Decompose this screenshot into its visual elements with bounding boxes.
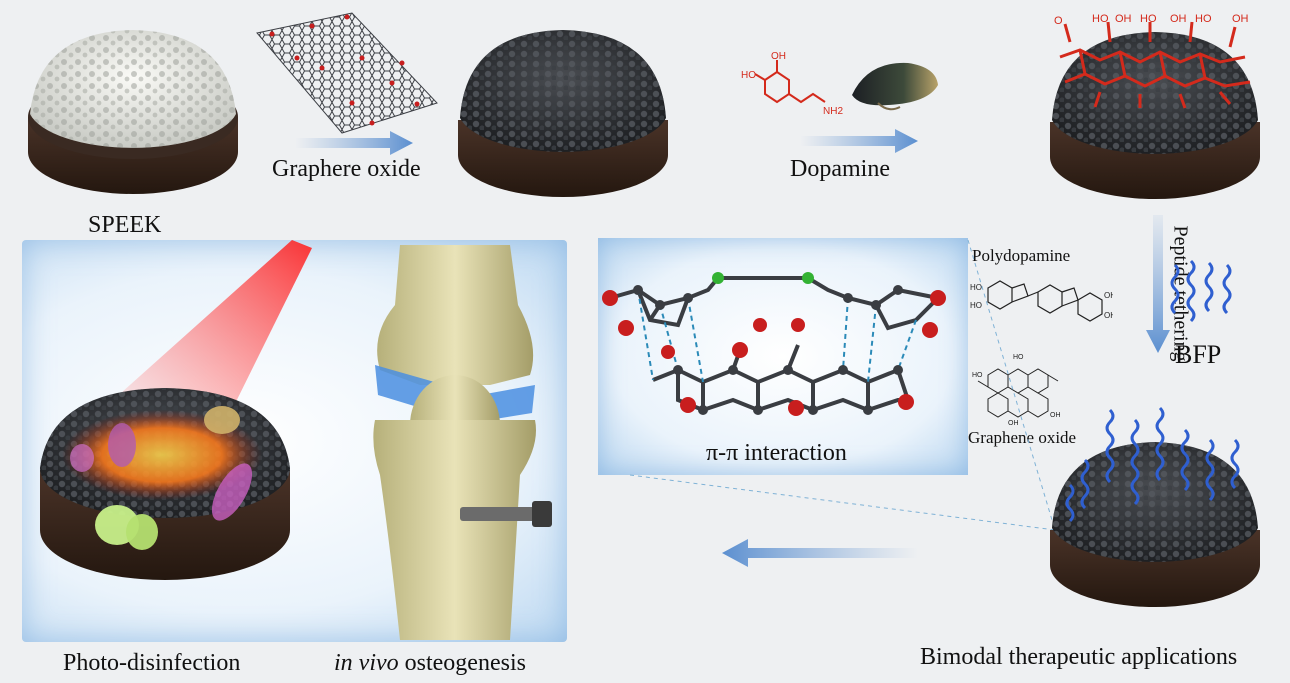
- photo-disinfection-label: Photo-disinfection: [63, 650, 241, 676]
- svg-text:HO: HO: [972, 372, 983, 379]
- knee-bone-illustration: [373, 245, 552, 640]
- oh-label: OH: [1115, 13, 1132, 25]
- osteogenesis-label: in vivo osteogenesis: [334, 650, 526, 677]
- polydopamine-structure-icon: HO HO OH OH: [970, 280, 1113, 322]
- graphene-oxide-label: Graphene oxide: [968, 428, 1077, 447]
- ho-label: HO: [1092, 13, 1109, 25]
- arrow-left-icon: [722, 539, 918, 567]
- in-vivo-text: in vivo: [334, 650, 399, 676]
- dopamine-molecule-icon: HO OH NH2: [741, 52, 843, 117]
- svg-text:HO: HO: [970, 283, 982, 292]
- pda-coated-disk: O HO OH HO OH HO OH: [1050, 13, 1260, 199]
- ho-label: HO: [1140, 13, 1157, 25]
- oh-label: OH: [1232, 13, 1249, 25]
- arrow-down-icon: [1146, 215, 1170, 353]
- osteogenesis-text: osteogenesis: [398, 650, 526, 676]
- nh2-label: NH2: [823, 106, 843, 117]
- bimodal-applications-label: Bimodal therapeutic applications: [920, 644, 1238, 670]
- svg-text:OH: OH: [1104, 311, 1113, 320]
- graphene-oxide-structure-icon: HO HO OH OH: [972, 354, 1061, 427]
- mussel-icon: [852, 62, 938, 111]
- svg-text:OH: OH: [1050, 412, 1061, 419]
- svg-text:OH: OH: [1008, 420, 1019, 427]
- graphene-oxide-sheet-icon: [256, 12, 438, 134]
- go-coated-disk: [458, 30, 668, 197]
- o-label: O: [1054, 15, 1063, 27]
- polydopamine-label: Polydopamine: [972, 246, 1071, 265]
- arrow-right-icon: [295, 131, 413, 155]
- speek-disk: [28, 30, 238, 194]
- speek-label: SPEEK: [88, 212, 162, 238]
- arrow-right-icon: [800, 129, 918, 153]
- pi-pi-interaction-label: π-π interaction: [706, 440, 847, 466]
- oh-label: OH: [771, 52, 786, 62]
- pi-pi-interaction-diagram: [602, 272, 946, 416]
- photo-disinfection-illustration: [40, 240, 312, 580]
- ho-label: HO: [1195, 13, 1212, 25]
- svg-text:HO: HO: [1013, 354, 1024, 361]
- connector-lines: [629, 239, 1056, 531]
- oh-label: OH: [1170, 13, 1187, 25]
- bfp-protein-icon: [1170, 259, 1232, 323]
- bfp-coated-disk: [1050, 406, 1260, 607]
- ho-label: HO: [741, 70, 756, 81]
- svg-text:OH: OH: [1104, 291, 1113, 300]
- bfp-label: BFP: [1175, 340, 1222, 369]
- dopamine-label: Dopamine: [790, 156, 890, 182]
- svg-text:HO: HO: [970, 301, 982, 310]
- graphene-oxide-step-label: Graphere oxide: [272, 156, 421, 182]
